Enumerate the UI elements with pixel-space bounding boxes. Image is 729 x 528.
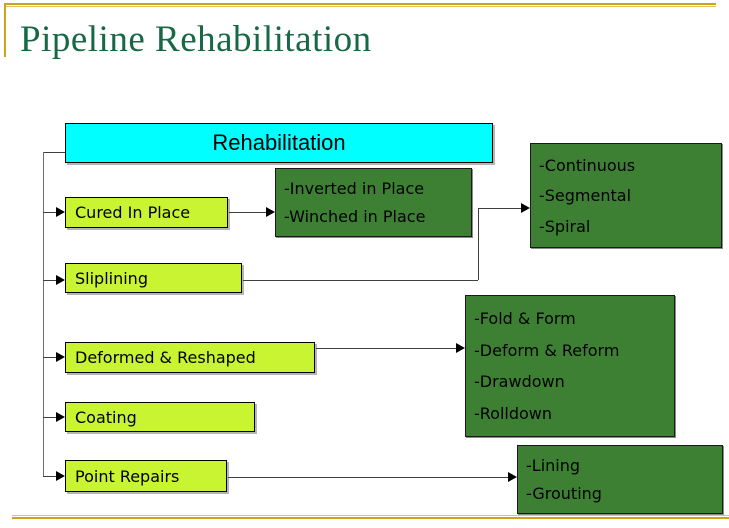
connector-sliplining-horizontal — [243, 280, 478, 281]
slide-title: Pipeline Rehabilitation — [20, 19, 372, 60]
arrowhead-coating-icon — [56, 412, 65, 422]
detail-item: -Grouting — [526, 484, 602, 504]
detail-item: -Continuous — [539, 155, 636, 175]
connector-point-repairs-to-details — [228, 477, 508, 478]
arrowhead-sliplining-details-icon — [521, 203, 530, 213]
detail-item: -Lining — [526, 455, 581, 475]
arrowhead-cured-icon — [56, 207, 65, 217]
connector-cured-to-details — [229, 212, 266, 213]
arrowhead-sliplining-icon — [56, 275, 65, 285]
connector-sliplining-to-details — [478, 208, 521, 209]
node-deformed-reshaped-details: -Fold & Form -Deform & Reform -Drawdown … — [465, 295, 675, 437]
left-border-line — [4, 3, 6, 57]
arrowhead-deformed-icon — [56, 352, 65, 362]
connector-spine — [43, 152, 44, 477]
connector-root-elbow — [43, 152, 65, 153]
bottom-border-line-light — [12, 515, 729, 516]
detail-item: -Fold & Form — [474, 308, 576, 328]
detail-item: -Inverted in Place — [284, 178, 425, 198]
top-border-line-light — [5, 6, 716, 7]
detail-item: -Rolldown — [474, 404, 553, 424]
detail-item: -Spiral — [539, 216, 591, 236]
detail-item: -Drawdown — [474, 372, 565, 392]
detail-item: -Segmental — [539, 186, 632, 205]
detail-item: -Deform & Reform — [474, 340, 620, 360]
node-deformed-reshaped: Deformed & Reshaped — [65, 342, 315, 373]
connector-spine-to-coating — [43, 417, 57, 418]
connector-deformed-to-details — [316, 348, 456, 349]
node-point-repairs-details: -Lining -Grouting — [517, 445, 723, 514]
node-coating: Coating — [65, 402, 255, 432]
connector-spine-to-point-repairs — [43, 476, 57, 477]
node-cured-in-place: Cured In Place — [65, 197, 228, 228]
connector-spine-to-sliplining — [43, 280, 57, 281]
arrowhead-deformed-details-icon — [456, 343, 465, 353]
connector-spine-to-cured — [43, 212, 57, 213]
node-cured-in-place-details: -Inverted in Place -Winched in Place — [275, 168, 472, 237]
node-rehabilitation: Rehabilitation — [65, 123, 493, 163]
bottom-border-line-dark — [12, 517, 729, 519]
node-sliplining-details: -Continuous -Segmental -Spiral — [530, 143, 722, 248]
arrowhead-cured-details-icon — [266, 207, 275, 217]
top-border-line-dark — [5, 3, 716, 5]
arrowhead-point-repairs-icon — [56, 471, 65, 481]
node-sliplining: Sliplining — [65, 263, 242, 293]
detail-item: -Winched in Place — [284, 207, 426, 227]
node-point-repairs: Point Repairs — [65, 460, 227, 492]
connector-sliplining-vertical — [478, 208, 479, 280]
arrowhead-point-repairs-details-icon — [508, 472, 517, 482]
connector-spine-to-deformed — [43, 357, 57, 358]
